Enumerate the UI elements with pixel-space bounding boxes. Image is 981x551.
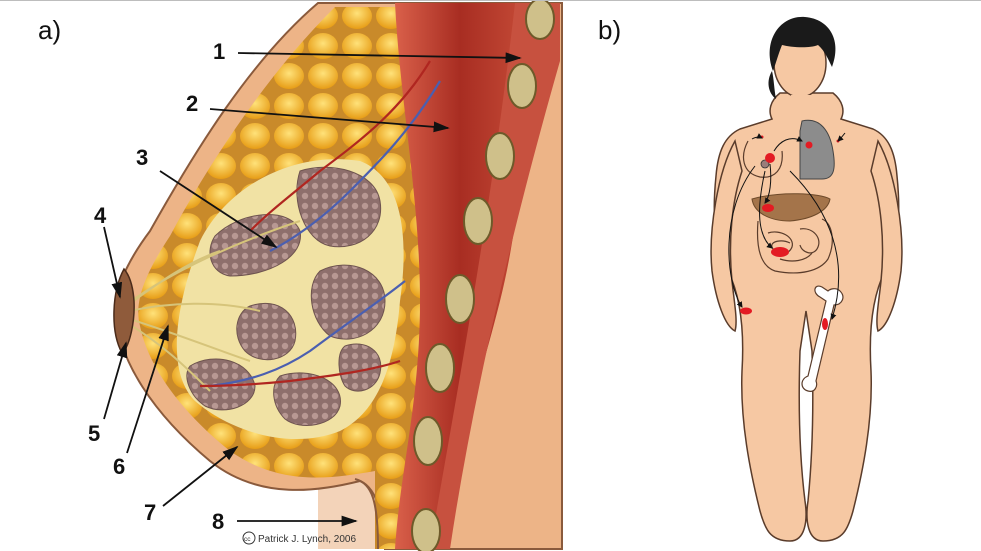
callout-label-4: 4: [94, 203, 107, 228]
callout-label-6: 6: [113, 454, 125, 479]
metastasis-skin-leg: [740, 308, 752, 315]
panel-b-metastasis-body: b): [598, 15, 902, 541]
callout-label-7: 7: [144, 500, 156, 525]
panel-a-label: a): [38, 15, 61, 45]
credit-text: Patrick J. Lynch, 2006: [258, 534, 356, 545]
cc-symbol: cc: [244, 536, 251, 543]
metastasis-lung: [806, 142, 813, 149]
callout-arrow-5: [104, 343, 126, 419]
callout-arrow-7: [163, 447, 237, 506]
metastasis-breast: [765, 153, 775, 163]
callout-label-8: 8: [212, 509, 224, 534]
callout-label-3: 3: [136, 145, 148, 170]
callout-label-1: 1: [213, 39, 225, 64]
metastasis-abdomen: [771, 247, 789, 257]
panel-a-breast-anatomy: a) 1 2 3 4 5 6 7 8 cc Patrick J. Lynch, …: [38, 1, 562, 551]
neck: [791, 95, 811, 115]
metastasis-bone: [822, 318, 828, 330]
panel-b-label: b): [598, 15, 621, 45]
callout-arrow-4: [104, 227, 120, 297]
callout-label-5: 5: [88, 421, 100, 446]
image-credit: cc Patrick J. Lynch, 2006: [243, 532, 356, 545]
callout-label-2: 2: [186, 91, 198, 116]
metastasis-liver: [762, 204, 774, 212]
